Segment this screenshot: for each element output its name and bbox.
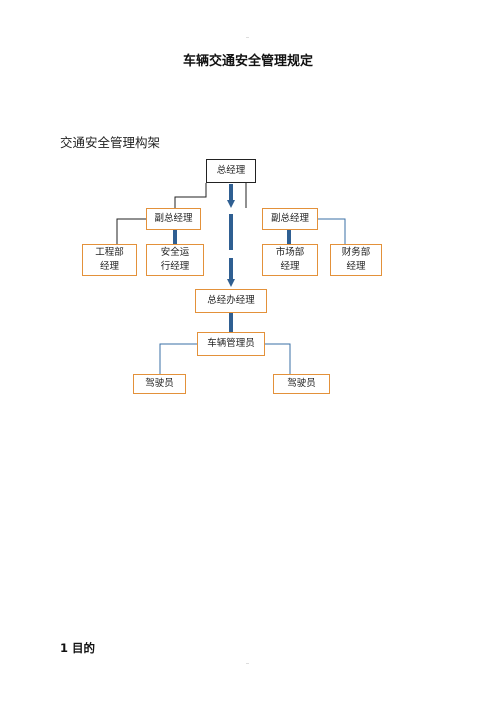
org-box-vp-right-label: 副总经理 (270, 213, 309, 224)
org-box-eng-manager-label: 工程部经理 (95, 247, 124, 272)
page-mark-top (246, 37, 249, 38)
page-mark-bottom (246, 663, 249, 664)
org-box-finance-manager-label: 财务部经理 (341, 247, 371, 272)
org-box-ceo-label: 总经理 (216, 165, 246, 176)
section-subtitle: 交通安全管理构架 (60, 135, 161, 150)
admin-to-driver-right-line (265, 343, 291, 374)
org-box-vp-left: 副总经理 (146, 208, 201, 230)
section-heading-purpose: 1 目的 (60, 641, 96, 655)
org-box-gm-office: 总经办经理 (195, 289, 267, 313)
org-box-driver-right: 驾驶员 (273, 374, 330, 394)
ceo-to-vp-left-line (174, 183, 207, 208)
org-box-market-manager-label: 市场部经理 (275, 247, 305, 272)
admin-to-driver-left-line (159, 343, 197, 374)
org-box-market-manager: 市场部经理 (262, 244, 318, 276)
org-box-eng-manager: 工程部经理 (82, 244, 137, 276)
org-box-vehicle-admin: 车辆管理员 (197, 332, 265, 356)
vp-left-to-eng-line (116, 218, 146, 244)
document-title: 车辆交通安全管理规定 (182, 54, 313, 69)
org-box-safety-manager-label: 安全运行经理 (160, 247, 190, 272)
org-box-driver-right-label: 驾驶员 (287, 378, 316, 389)
org-box-vp-right: 副总经理 (262, 208, 318, 230)
vp-right-to-finance-line (318, 218, 346, 244)
org-box-vehicle-admin-label: 车辆管理员 (207, 338, 255, 349)
org-box-gm-office-label: 总经办经理 (207, 295, 255, 306)
org-box-finance-manager: 财务部经理 (330, 244, 382, 276)
org-box-ceo: 总经理 (206, 159, 256, 183)
org-box-driver-left: 驾驶员 (133, 374, 186, 394)
org-box-safety-manager: 安全运行经理 (146, 244, 204, 276)
org-box-driver-left-label: 驾驶员 (145, 378, 174, 389)
org-box-vp-left-label: 副总经理 (154, 213, 193, 224)
